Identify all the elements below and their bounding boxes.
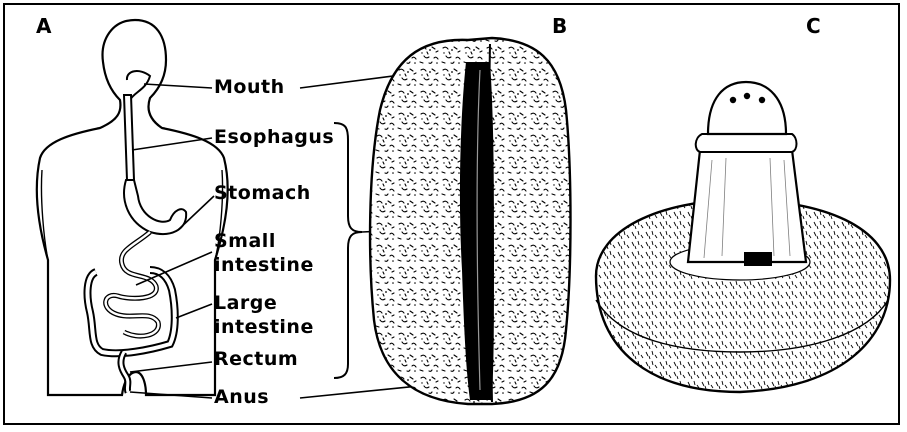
panel-label-c: C (806, 14, 821, 38)
panel-label-a: A (36, 14, 51, 38)
panel-label-b: B (552, 14, 567, 38)
label-esophagus: Esophagus (214, 126, 334, 149)
label-mouth: Mouth (214, 76, 285, 99)
label-stomach: Stomach (214, 182, 311, 205)
label-rectum: Rectum (214, 348, 298, 371)
label-large: Large (214, 292, 277, 315)
label-large-intestine: intestine (214, 316, 314, 339)
label-anus: Anus (214, 386, 269, 409)
sponge-illustration (370, 38, 570, 404)
label-small: Small (214, 230, 276, 253)
label-small-intestine: intestine (214, 254, 314, 277)
doughnut-shaker-illustration (596, 82, 890, 392)
